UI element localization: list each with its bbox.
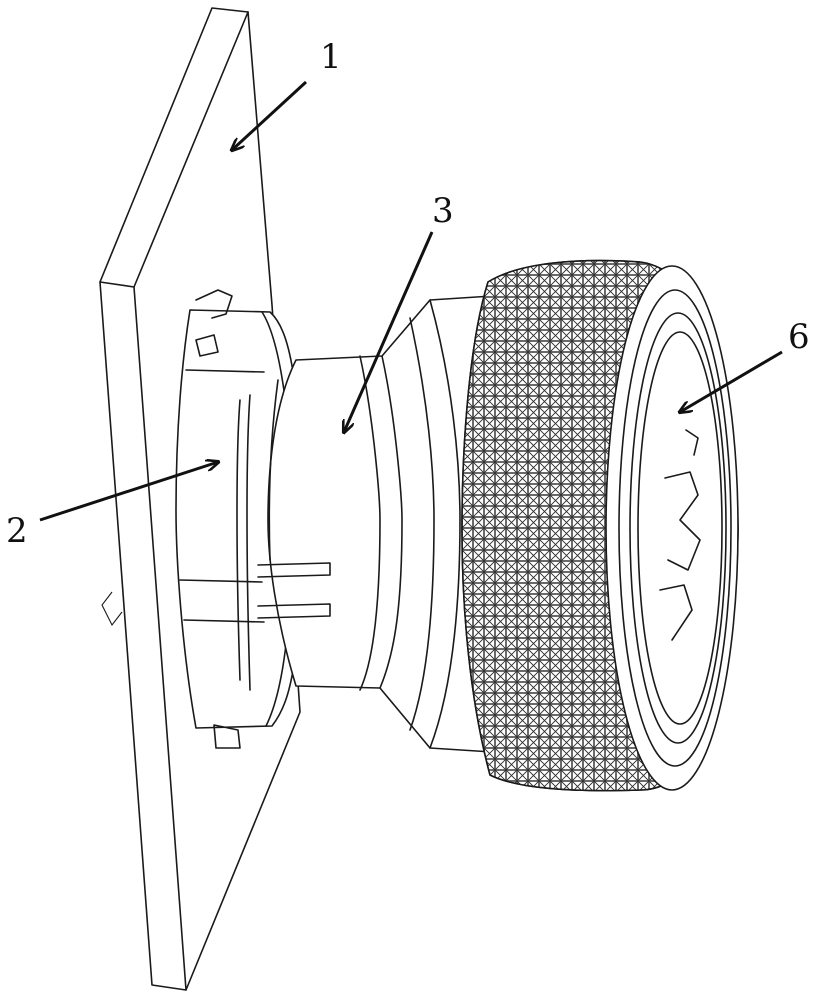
arrow-1 bbox=[232, 80, 308, 150]
callout-label-6: 6 bbox=[788, 317, 810, 357]
front-cap bbox=[605, 265, 739, 791]
base-connector bbox=[175, 289, 303, 749]
body-cylinder bbox=[257, 295, 493, 753]
callout-label-3: 3 bbox=[432, 191, 454, 231]
callout-label-2: 2 bbox=[6, 511, 28, 551]
arrow-2 bbox=[39, 462, 218, 522]
callout-label-1: 1 bbox=[320, 37, 342, 77]
leader-arrows bbox=[39, 80, 783, 522]
arrow-3 bbox=[344, 231, 434, 432]
arrow-6 bbox=[680, 350, 783, 412]
